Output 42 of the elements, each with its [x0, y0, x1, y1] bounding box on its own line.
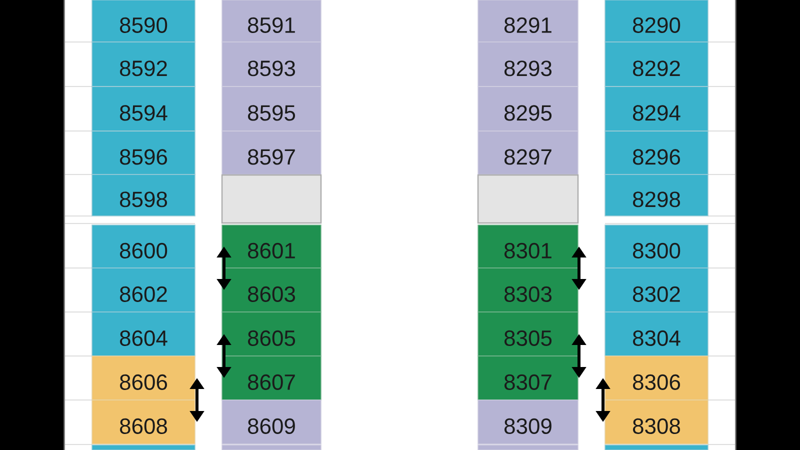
numbered-cell: 8597 [222, 130, 322, 175]
numbered-cell: 8606 [92, 356, 196, 400]
numbered-cell: 8291 [478, 0, 578, 42]
numbered-cell: 8293 [478, 42, 578, 87]
numbered-cell: 8603 [222, 268, 322, 312]
numbered-cell: 8306 [604, 356, 708, 400]
numbered-cell: 8594 [92, 86, 196, 132]
numbered-cell: 8300 [604, 224, 708, 268]
numbered-cell: 8593 [222, 42, 322, 87]
numbered-cell: 8305 [478, 312, 578, 356]
numbered-cell: 8596 [92, 130, 196, 175]
numbered-cell: 8598 [92, 174, 196, 216]
cut-off-cell [604, 444, 708, 450]
numbered-cell: 8296 [604, 130, 708, 175]
empty-cell [221, 174, 322, 224]
numbered-cell: 8303 [478, 268, 578, 312]
numbered-cell: 8591 [222, 0, 322, 42]
cut-off-cell [222, 444, 322, 450]
numbered-cell: 8301 [478, 224, 578, 268]
numbered-cell: 8604 [92, 312, 196, 356]
numbered-cell: 8304 [604, 312, 708, 356]
numbered-cell: 8590 [92, 0, 196, 42]
numbered-cell: 8298 [604, 174, 708, 216]
cut-off-cell [92, 444, 196, 450]
numbered-cell: 8295 [478, 86, 578, 132]
numbered-cell: 8290 [604, 0, 708, 42]
numbered-cell: 8607 [222, 356, 322, 400]
cut-off-cell [478, 444, 578, 450]
numbered-cell: 8307 [478, 356, 578, 400]
numbered-cell: 8608 [92, 400, 196, 444]
numbered-cell: 8297 [478, 130, 578, 175]
numbered-cell: 8302 [604, 268, 708, 312]
numbered-cell: 8308 [604, 400, 708, 444]
numbered-cell: 8602 [92, 268, 196, 312]
numbered-cell: 8595 [222, 86, 322, 132]
numbered-cell: 8294 [604, 86, 708, 132]
numbered-cell: 8292 [604, 42, 708, 87]
numbered-cell: 8600 [92, 224, 196, 268]
empty-cell [477, 174, 579, 224]
numbered-cell: 8601 [222, 224, 322, 268]
numbered-cell: 8592 [92, 42, 196, 87]
numbered-cell: 8605 [222, 312, 322, 356]
